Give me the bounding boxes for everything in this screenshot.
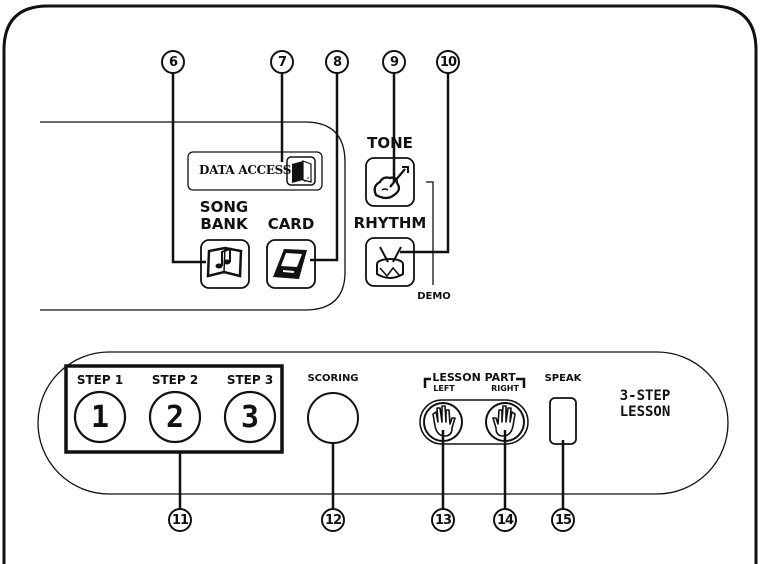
card-label: CARD [267, 215, 315, 233]
leader-8 [310, 72, 339, 262]
step-2-button-ring [148, 390, 202, 444]
right-hand-button[interactable] [486, 403, 524, 441]
callout-8: 8 [325, 50, 349, 74]
step-3-button[interactable]: 3 [240, 399, 260, 435]
scoring-label: SCORING [307, 373, 359, 384]
demo-bracket [426, 181, 434, 285]
leader-10 [400, 72, 450, 254]
upper-panel-outline [40, 121, 346, 311]
scoring-button[interactable] [308, 393, 358, 443]
callout-6: 6 [161, 50, 185, 74]
left-hand-button[interactable] [424, 403, 462, 441]
violin-icon [365, 157, 415, 207]
step-group-frame [64, 364, 284, 454]
right-label: RIGHT [491, 384, 519, 393]
demo-label: DEMO [417, 291, 451, 302]
rhythm-label: RHYTHM [353, 214, 427, 232]
tone-label: TONE [367, 134, 413, 152]
callout-12: 12 [321, 508, 345, 532]
left-hand-icon [423, 402, 463, 442]
step-1-button-ring [73, 390, 127, 444]
memory-card-icon [266, 239, 316, 289]
step-3-button-ring [223, 390, 277, 444]
step-1-button[interactable]: 1 [90, 399, 110, 435]
step-2-label: STEP 2 [151, 373, 199, 387]
leader-6 [171, 72, 206, 264]
data-access-box [187, 151, 323, 191]
callout-11: 11 [168, 508, 192, 532]
callout-14: 14 [493, 508, 517, 532]
drum-icon [365, 237, 415, 287]
callout-13: 13 [431, 508, 455, 532]
callout-9: 9 [382, 50, 406, 74]
tone-button[interactable] [366, 158, 414, 206]
lesson-part-bracket-right [516, 377, 526, 388]
lesson-panel-outline [37, 351, 729, 495]
song-bank-button[interactable] [201, 240, 249, 288]
speak-button[interactable] [550, 398, 576, 444]
leader-lines [171, 72, 565, 520]
step-2-button[interactable]: 2 [165, 399, 185, 435]
three-step-lesson-line1: 3-STEP [619, 388, 671, 404]
callout-15: 15 [551, 508, 575, 532]
three-step-lesson-line2: LESSON [619, 404, 671, 420]
step-3-label: STEP 3 [226, 373, 274, 387]
song-bank-label-line2: BANK [200, 215, 248, 233]
rhythm-button[interactable] [366, 238, 414, 286]
card-button[interactable] [267, 240, 315, 288]
callout-7: 7 [270, 50, 294, 74]
song-book-icon [200, 239, 250, 289]
left-label: LEFT [433, 384, 455, 393]
data-access-label: DATA ACCESS [199, 163, 292, 177]
callout-10: 10 [436, 50, 460, 74]
step-1-label: STEP 1 [76, 373, 124, 387]
song-bank-label-line1: SONG [199, 198, 249, 216]
outer-frame [2, 4, 758, 564]
speak-label: SPEAK [544, 373, 582, 384]
lesson-part-bracket [423, 377, 431, 388]
card-drive-icon [286, 156, 316, 186]
lesson-part-label: LESSON PART [432, 371, 516, 384]
